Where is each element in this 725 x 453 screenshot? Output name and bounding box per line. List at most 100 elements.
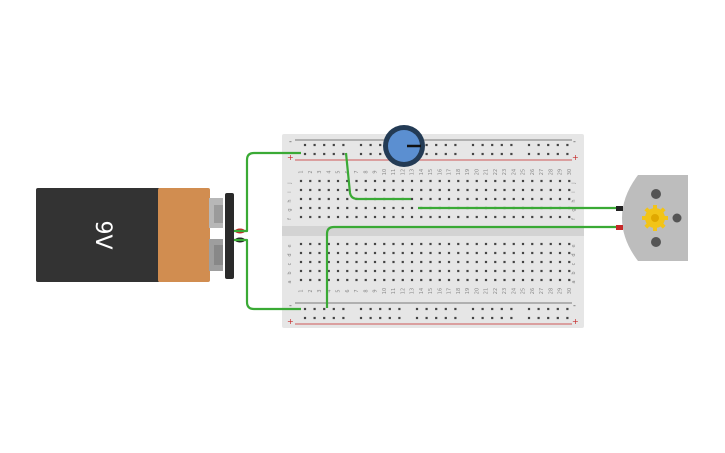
rail-hole[interactable] [369,307,372,311]
rail-hole[interactable] [444,152,447,156]
rail-hole[interactable] [471,152,475,156]
terminal-hole[interactable] [373,206,377,210]
rail-hole[interactable] [379,152,382,156]
terminal-hole[interactable] [429,188,432,192]
terminal-hole[interactable] [503,269,506,273]
terminal-hole[interactable] [503,197,506,201]
terminal-hole[interactable] [401,251,404,255]
terminal-hole[interactable] [549,215,552,219]
terminal-hole[interactable] [540,215,543,219]
terminal-hole[interactable] [336,251,340,255]
rail-hole[interactable] [425,152,428,156]
terminal-hole[interactable] [392,179,395,183]
terminal-hole[interactable] [318,278,321,282]
terminal-hole[interactable] [438,269,441,273]
terminal-hole[interactable] [484,188,488,192]
terminal-hole[interactable] [475,215,478,219]
terminal-hole[interactable] [484,242,488,246]
rail-hole[interactable] [359,316,363,320]
terminal-hole[interactable] [336,278,340,282]
terminal-hole[interactable] [540,242,543,246]
terminal-hole[interactable] [373,269,377,273]
terminal-hole[interactable] [401,269,404,273]
rail-hole[interactable] [454,307,457,311]
terminal-hole[interactable] [540,269,543,273]
terminal-hole[interactable] [438,278,441,282]
terminal-hole[interactable] [373,188,377,192]
terminal-hole[interactable] [521,269,525,273]
terminal-hole[interactable] [410,242,414,246]
terminal-hole[interactable] [475,260,478,264]
rail-hole[interactable] [481,316,484,320]
rail-hole[interactable] [556,307,559,311]
terminal-hole[interactable] [475,251,478,255]
rail-hole[interactable] [303,316,307,320]
terminal-hole[interactable] [531,251,534,255]
terminal-hole[interactable] [531,188,534,192]
terminal-hole[interactable] [494,179,497,183]
wires[interactable] [234,151,619,311]
terminal-hole[interactable] [318,260,321,264]
rail-hole[interactable] [537,307,540,311]
terminal-hole[interactable] [429,215,432,219]
terminal-hole[interactable] [503,179,506,183]
rail-hole[interactable] [537,143,540,147]
terminal-hole[interactable] [420,197,423,201]
terminal-hole[interactable] [346,251,349,255]
terminal-hole[interactable] [383,188,386,192]
terminal-hole[interactable] [355,278,358,282]
terminal-hole[interactable] [364,251,367,255]
terminal-hole[interactable] [318,197,321,201]
terminal-hole[interactable] [299,206,303,210]
rail-hole[interactable] [491,152,494,156]
rail-hole[interactable] [510,307,513,311]
terminal-hole[interactable] [383,242,386,246]
terminal-hole[interactable] [558,278,562,282]
terminal-hole[interactable] [494,197,497,201]
rail-hole[interactable] [359,307,363,311]
terminal-hole[interactable] [420,251,423,255]
rail-hole[interactable] [313,143,316,147]
rail-hole[interactable] [379,143,382,147]
potentiometer[interactable] [383,125,425,167]
terminal-hole[interactable] [512,251,515,255]
rail-hole[interactable] [471,316,475,320]
terminal-hole[interactable] [475,269,478,273]
rail-hole[interactable] [323,307,326,311]
terminal-hole[interactable] [549,278,552,282]
terminal-hole[interactable] [466,215,469,219]
rail-hole[interactable] [537,316,540,320]
terminal-hole[interactable] [420,278,423,282]
terminal-hole[interactable] [309,206,312,210]
terminal-hole[interactable] [457,242,460,246]
terminal-hole[interactable] [429,260,432,264]
terminal-hole[interactable] [364,206,367,210]
terminal-hole[interactable] [364,260,367,264]
terminal-hole[interactable] [299,197,303,201]
terminal-hole[interactable] [309,179,312,183]
terminal-hole[interactable] [549,260,552,264]
terminal-hole[interactable] [568,215,571,219]
terminal-hole[interactable] [420,260,423,264]
terminal-hole[interactable] [447,188,451,192]
rail-hole[interactable] [398,316,401,320]
terminal-hole[interactable] [521,260,525,264]
terminal-hole[interactable] [336,206,340,210]
terminal-hole[interactable] [558,179,562,183]
rail-hole[interactable] [566,307,569,311]
rail-hole[interactable] [415,307,419,311]
terminal-hole[interactable] [447,179,451,183]
terminal-hole[interactable] [420,179,423,183]
rail-hole[interactable] [537,152,540,156]
terminal-hole[interactable] [318,179,321,183]
rail-hole[interactable] [425,316,428,320]
terminal-hole[interactable] [401,278,404,282]
terminal-hole[interactable] [392,206,395,210]
terminal-hole[interactable] [327,251,330,255]
terminal-hole[interactable] [364,269,367,273]
rail-hole[interactable] [556,316,559,320]
rail-hole[interactable] [388,316,391,320]
terminal-hole[interactable] [540,197,543,201]
terminal-hole[interactable] [512,197,515,201]
terminal-hole[interactable] [521,278,525,282]
